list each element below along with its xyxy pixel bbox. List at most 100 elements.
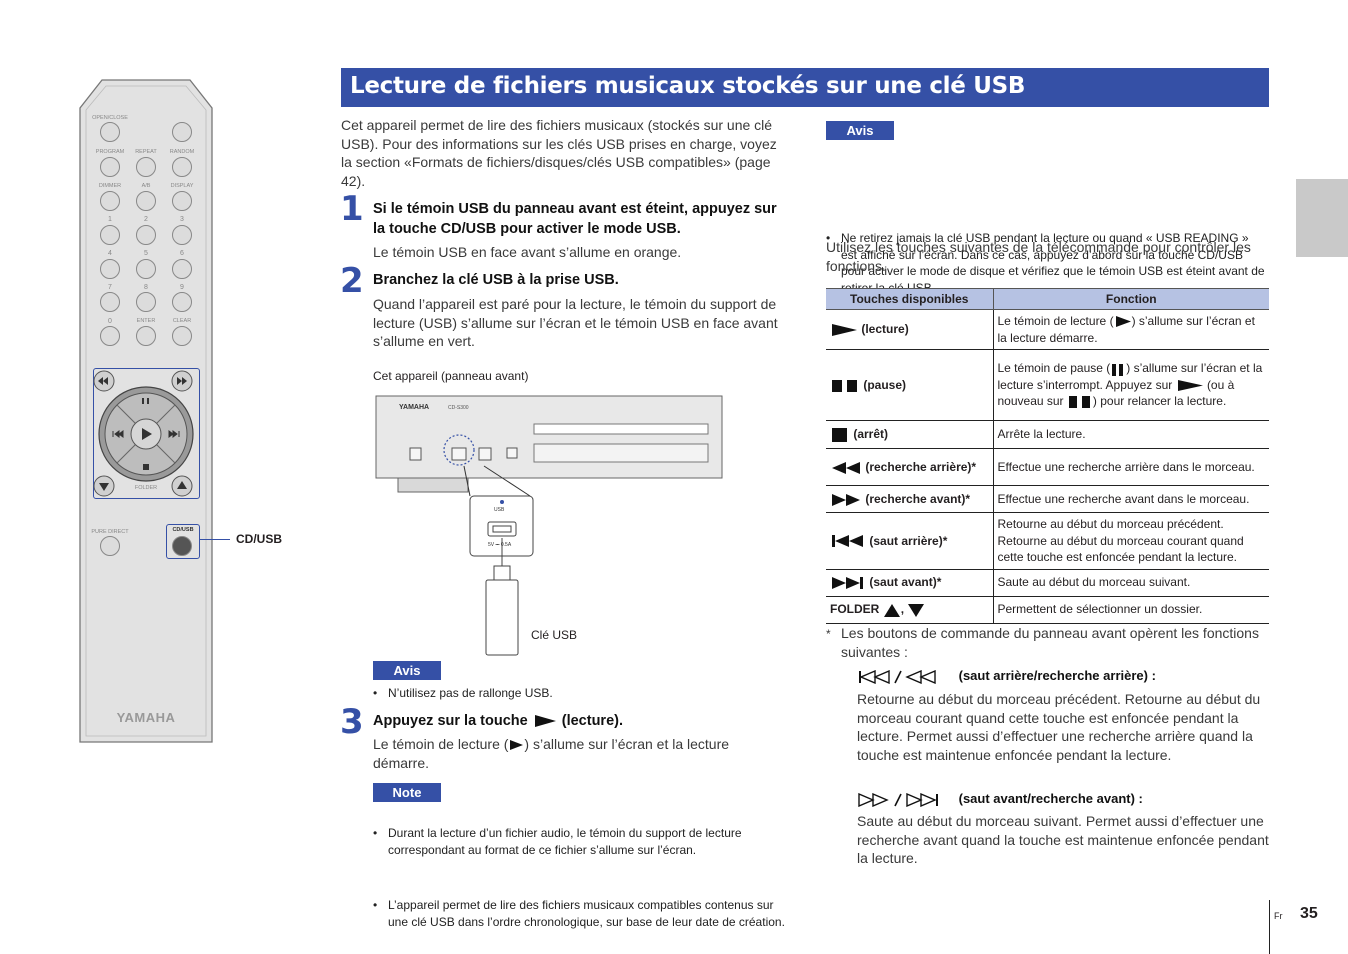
function-cell: Le témoin de lecture () s’allume sur l’é… xyxy=(993,309,1269,350)
digit-7-button[interactable] xyxy=(100,292,120,312)
key-cell: (saut arrière)* xyxy=(826,512,994,570)
play-indicator-icon xyxy=(510,740,524,751)
step-3-text-post: ) s’allume sur l’écran et la lecture dém… xyxy=(373,736,730,771)
function-text-pre: Le témoin de lecture ( xyxy=(997,314,1114,328)
table-row: (lecture) Le témoin de lecture () s’allu… xyxy=(826,309,1269,350)
remote-label-0: 0 xyxy=(108,318,112,325)
cd-usb-button[interactable] xyxy=(172,536,192,556)
digit-5-button[interactable] xyxy=(136,259,156,279)
digit-8-button[interactable] xyxy=(136,292,156,312)
key-label: FOLDER xyxy=(830,602,880,617)
panel-model: CD-S300 xyxy=(448,405,469,411)
transport-cluster xyxy=(93,368,200,499)
dimmer-button[interactable] xyxy=(100,191,120,211)
function-cell: Retourne au début du morceau précédent. … xyxy=(993,512,1269,570)
footnote-item-1-label: (saut arrière/recherche arrière) : xyxy=(958,668,1156,683)
function-cell: Effectue une recherche arrière dans le m… xyxy=(993,448,1269,486)
digit-1-button[interactable] xyxy=(100,225,120,245)
cd-usb-highlight xyxy=(166,524,200,559)
step-3-title-pre: Appuyez sur la touche xyxy=(373,713,528,729)
ab-button[interactable] xyxy=(136,191,156,211)
table-row: (arrêt) Arrête la lecture. xyxy=(826,420,1269,449)
remote-label-folder: FOLDER xyxy=(134,485,158,491)
digit-3-button[interactable] xyxy=(172,225,192,245)
repeat-button[interactable] xyxy=(136,157,156,177)
skip-forward-fast-forward-icon xyxy=(858,792,938,807)
play-icon xyxy=(1177,380,1203,392)
remote-label-program: PROGRAM xyxy=(95,149,125,155)
key-cell: (arrêt) xyxy=(826,420,994,449)
step-1-title: Si le témoin USB du panneau avant est ét… xyxy=(373,201,777,237)
remote-label-cd-usb: CD/USB xyxy=(172,527,194,533)
digit-6-button[interactable] xyxy=(172,259,192,279)
function-cell: Permettent de sélectionner un dossier. xyxy=(993,596,1269,624)
fast-forward-icon xyxy=(832,493,860,506)
digit-4-button[interactable] xyxy=(100,259,120,279)
footnote-mark: * xyxy=(826,627,831,641)
remote-label-8: 8 xyxy=(144,284,148,291)
pure-direct-button[interactable] xyxy=(100,536,120,556)
folder-down-icon xyxy=(908,603,925,617)
usb-port-label: USB xyxy=(494,507,505,513)
program-button[interactable] xyxy=(100,157,120,177)
remote-label-pure-direct: PURE DIRECT xyxy=(91,529,129,535)
power-button[interactable] xyxy=(172,122,192,142)
function-text-b: ) s’allume sur l’écran et la lecture s’i… xyxy=(997,361,1263,392)
remote-label-clear: CLEAR xyxy=(172,318,192,324)
key-label: (arrêt) xyxy=(853,427,889,442)
digit-9-button[interactable] xyxy=(172,292,192,312)
play-icon xyxy=(534,715,556,728)
cd-usb-callout: CD/USB xyxy=(236,532,283,546)
digit-0-button[interactable] xyxy=(100,326,120,346)
rewind-icon xyxy=(832,461,860,474)
remote-label-7: 7 xyxy=(108,284,112,291)
remote-label-3: 3 xyxy=(180,216,184,223)
remote-label-dimmer: DIMMER xyxy=(98,183,122,189)
usb-caption: Clé USB xyxy=(531,628,578,642)
play-indicator-icon xyxy=(1115,316,1131,328)
table-row: (pause) Le témoin de pause () s’allume s… xyxy=(826,349,1269,421)
key-separator: , xyxy=(900,602,905,617)
page-number: 35 xyxy=(1300,905,1318,922)
footnote-item-2-text: Saute au début du morceau suivant. Perme… xyxy=(857,813,1269,866)
key-label: (pause) xyxy=(863,377,907,392)
footer-divider xyxy=(1269,900,1270,954)
table-row: (recherche avant)* Effectue une recherch… xyxy=(826,485,1269,513)
open-close-button[interactable] xyxy=(100,122,120,142)
key-label: (lecture) xyxy=(861,322,909,337)
pause-icon xyxy=(1068,396,1090,409)
remote-label-2: 2 xyxy=(144,216,148,223)
step-3-title: Appuyez sur la touche (lecture). xyxy=(373,711,783,731)
transport-pad xyxy=(93,370,194,497)
step-2-text: Quand l’appareil est paré pour la lectur… xyxy=(373,296,778,349)
function-text-d: ) pour relancer la lecture. xyxy=(1092,394,1227,409)
skip-back-icon xyxy=(832,535,863,548)
display-button[interactable] xyxy=(172,191,192,211)
section-tab xyxy=(1296,179,1348,257)
remote-label-display: DISPLAY xyxy=(170,183,194,189)
footnote-item-1-title: (saut arrière/recherche arrière) : xyxy=(857,666,1277,686)
avis-left-item: N’utilisez pas de rallonge USB. xyxy=(373,685,783,702)
clear-button[interactable] xyxy=(172,326,192,346)
footnote-item-2-title: (saut avant/recherche avant) : xyxy=(857,789,1277,809)
key-cell: (lecture) xyxy=(826,309,994,350)
key-cell: (pause) xyxy=(826,349,994,421)
step-3-number: 3 xyxy=(340,702,364,742)
key-label: (saut avant)* xyxy=(869,575,942,590)
key-cell: (saut avant)* xyxy=(826,569,994,597)
pause-icon xyxy=(832,379,857,392)
digit-2-button[interactable] xyxy=(136,225,156,245)
key-cell: (recherche avant)* xyxy=(826,485,994,513)
function-cell: Le témoin de pause () s’allume sur l’écr… xyxy=(993,349,1269,421)
function-cell: Effectue une recherche avant dans le mor… xyxy=(993,485,1269,513)
play-icon xyxy=(832,324,857,337)
step-3-text: Le témoin de lecture () s’allume sur l’é… xyxy=(373,735,783,772)
step-2-title: Branchez la clé USB à la prise USB. xyxy=(373,272,619,288)
usb-connection-figure xyxy=(375,395,723,656)
random-button[interactable] xyxy=(172,157,192,177)
step-3-title-post: (lecture). xyxy=(561,713,624,729)
enter-button[interactable] xyxy=(136,326,156,346)
remote-label-repeat: REPEAT xyxy=(135,149,157,155)
footer-language: Fr xyxy=(1274,911,1283,921)
step-1-text: Le témoin USB en face avant s’allume en … xyxy=(373,244,682,260)
